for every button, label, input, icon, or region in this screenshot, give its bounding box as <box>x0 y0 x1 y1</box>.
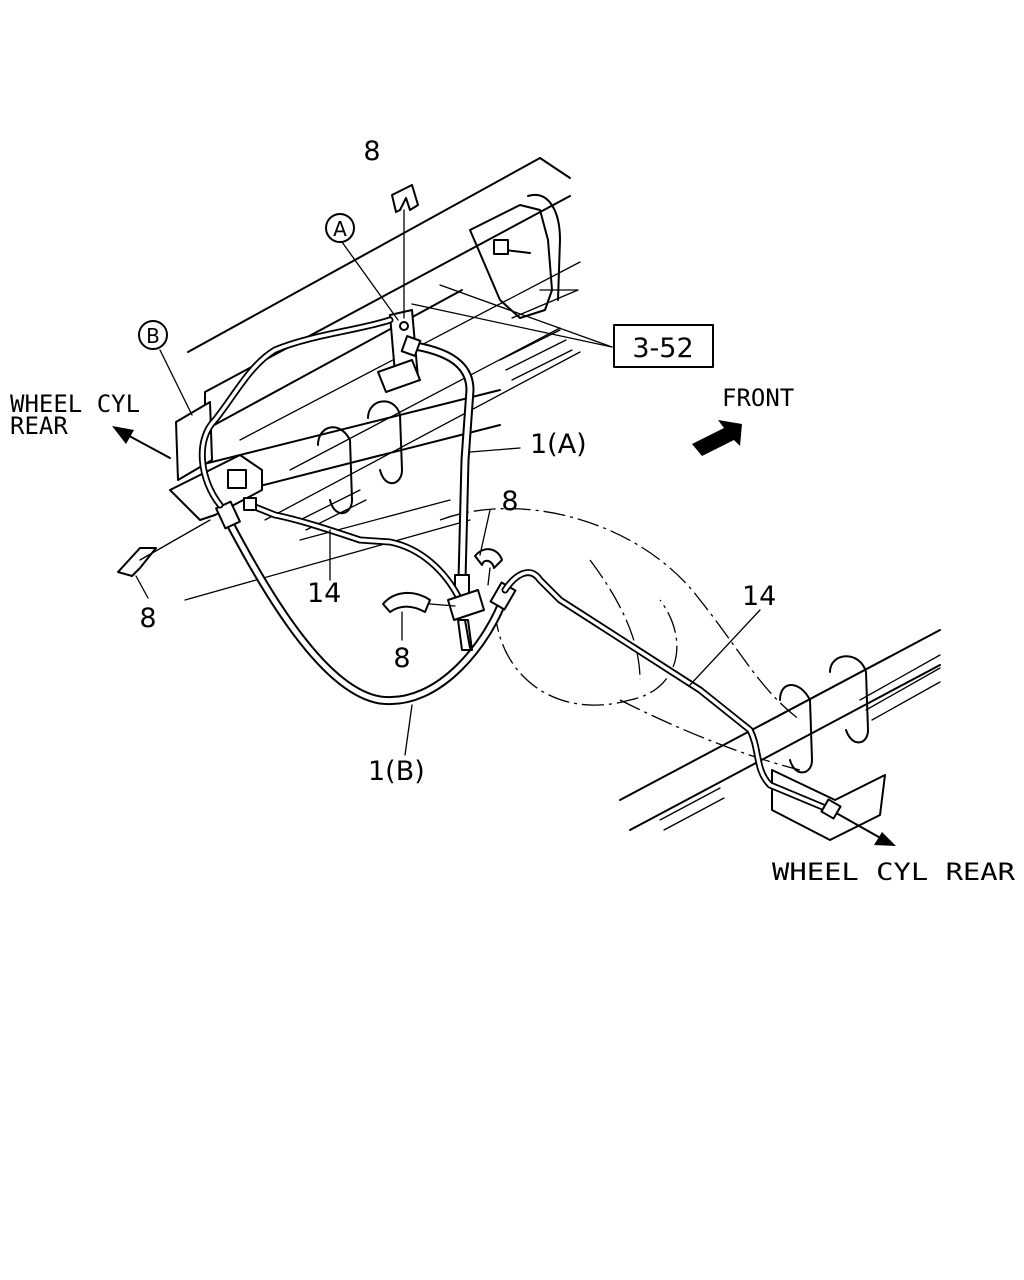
wheel-cyl-rear-right-label: WHEEL CYL REAR <box>772 858 1016 886</box>
callout-clip-left: 8 <box>139 603 156 634</box>
callout-clip-center: 8 <box>393 643 410 674</box>
marker-b-circle <box>138 320 168 350</box>
front-arrow-icon <box>692 420 742 456</box>
ref-box-frame <box>613 324 714 368</box>
marker-a-circle <box>325 213 355 243</box>
callout-clip-top: 8 <box>363 136 380 167</box>
clip-right-icon <box>474 548 503 586</box>
wheel-cyl-rear-right-arrow-icon <box>837 813 896 846</box>
leader-lines <box>135 241 761 756</box>
marker-b: B <box>146 324 160 348</box>
marker-a: A <box>333 217 347 241</box>
pipe-14-right-nut <box>820 798 842 820</box>
clip-left-icon <box>117 519 211 577</box>
callout-hose-1a: 1(A) <box>530 429 587 460</box>
callout-pipe-14-right: 14 <box>742 581 776 612</box>
wheel-cyl-rear-left-line2: REAR <box>10 412 68 440</box>
axle-housing <box>439 508 801 771</box>
ref-box-label: 3-52 <box>632 333 693 364</box>
wheel-cyl-rear-left-line1: WHEEL CYL <box>10 390 140 418</box>
bracket-b <box>169 401 263 521</box>
callout-pipe-14-left: 14 <box>307 578 341 609</box>
pipe-14-left-nut <box>243 497 257 511</box>
callout-clip-right: 8 <box>501 486 518 517</box>
leaf-spring-right <box>619 629 941 841</box>
clip-center-icon <box>382 592 456 641</box>
front-label: FRONT <box>722 384 794 412</box>
hose-1a-fitting-top <box>400 335 422 357</box>
three-way-joint <box>447 589 485 651</box>
wheel-cyl-rear-left-arrow-icon <box>112 426 171 459</box>
callout-hose-1b: 1(B) <box>368 756 425 787</box>
clip-top-icon <box>391 184 419 319</box>
